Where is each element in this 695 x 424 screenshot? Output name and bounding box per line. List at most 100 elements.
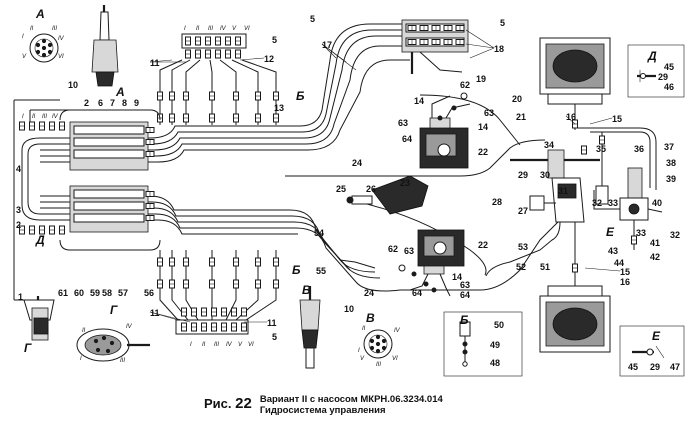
roman-numeral: I (22, 34, 24, 40)
right-valve-assembly (485, 119, 663, 277)
callout-number: 29 (658, 72, 668, 82)
callout-number: 10 (344, 304, 354, 314)
callout-number: 8 (122, 98, 127, 108)
view-v-lever (299, 286, 321, 369)
manifold-18 (401, 19, 469, 74)
roman-numeral: IV (220, 26, 227, 32)
pipe-fitting (431, 39, 441, 45)
pipe-fitting (183, 113, 189, 123)
pipe-fitting (209, 279, 215, 289)
pipe-fitting (443, 39, 453, 45)
callout-number: 14 (414, 96, 424, 106)
callout-number: 27 (518, 206, 528, 216)
callout-number: 30 (540, 170, 550, 180)
callout-leaders (149, 29, 621, 323)
callout-number: 52 (516, 262, 526, 272)
callout-number: 20 (512, 94, 522, 104)
figure-number: 22 (235, 395, 252, 412)
callout-number: 57 (118, 288, 128, 298)
callout-number: 47 (670, 362, 680, 372)
pipe-fitting (29, 225, 35, 235)
roman-numeral: I (80, 356, 82, 362)
pipe-fitting (209, 257, 215, 267)
roman-numeral: V (238, 342, 243, 348)
callout-number: 5 (310, 14, 315, 24)
callout-number: 56 (144, 288, 154, 298)
pump-22-upper (419, 95, 471, 169)
pipe-fitting (201, 322, 207, 332)
left-connectors (19, 121, 65, 235)
pipe-fitting (235, 36, 241, 46)
pipe-fitting (49, 225, 55, 235)
pipe-fitting (255, 257, 261, 267)
callout-number: 60 (74, 288, 84, 298)
pipe-fitting (169, 279, 175, 289)
brake-chamber-lower (539, 260, 611, 353)
callout-number: 49 (490, 340, 500, 350)
callout-number: 2 (16, 220, 21, 230)
pipe-fitting (169, 91, 175, 101)
pump-22-lower (409, 229, 465, 297)
pipe-fitting (39, 225, 45, 235)
callout-number: 58 (102, 288, 112, 298)
caption-title-line: Гидросистема управления (259, 404, 386, 416)
pipe-fitting (215, 49, 221, 59)
callout-number: 16 (566, 112, 576, 122)
pipe-fitting (19, 121, 25, 131)
pipe-fitting (185, 36, 191, 46)
view-g-connector (76, 328, 150, 362)
view-letter: Е (606, 225, 615, 239)
callout-number: 50 (494, 320, 504, 330)
callout-number: 35 (596, 144, 606, 154)
callout-number: 55 (316, 266, 326, 276)
roman-numeral: III (42, 114, 47, 120)
pipe-fitting (191, 322, 197, 332)
roman-numeral: VI (248, 342, 254, 348)
roman-numeral: I (358, 348, 360, 354)
pipe-fitting (59, 121, 65, 131)
callout-number: 63 (484, 108, 494, 118)
roman-numeral: II (196, 26, 200, 32)
callout-number: 12 (264, 54, 274, 64)
callout-number: 59 (90, 288, 100, 298)
callout-number: 22 (478, 147, 488, 157)
roman-numeral: II (82, 328, 86, 334)
callout-number: 3 (16, 205, 21, 215)
roman-numeral: IV (394, 328, 401, 334)
pipe-fitting (209, 91, 215, 101)
pipe-fitting (185, 49, 191, 59)
detail-box-e (619, 325, 685, 377)
roman-numeral: IV (126, 324, 133, 330)
callout-number: 15 (612, 114, 622, 124)
pipe-fitting (209, 113, 215, 123)
view-letter: Б (292, 263, 301, 277)
pipe-bundles (21, 23, 561, 292)
callout-number: 29 (650, 362, 660, 372)
view-letter: Д (35, 233, 45, 247)
figure-label-word: Рис. (204, 396, 232, 411)
pipe-fitting (231, 322, 237, 332)
pipe-fitting (145, 151, 155, 157)
pipe-fitting (225, 49, 231, 59)
view-letter: Г (24, 341, 32, 355)
callout-number: 16 (620, 277, 630, 287)
roman-numeral: IV (226, 342, 233, 348)
pipe-fitting (273, 91, 279, 101)
pipe-fitting (419, 25, 429, 31)
pipe-fitting (145, 191, 155, 197)
callout-number: 39 (666, 174, 676, 184)
pipe-fitting (225, 36, 231, 46)
pipe-fitting (233, 113, 239, 123)
pipe-fitting (145, 127, 155, 133)
pipe-fitting (431, 25, 441, 31)
roman-numeral: I (184, 26, 186, 32)
callout-number: 62 (460, 80, 470, 90)
callout-number: 63 (398, 118, 408, 128)
callout-number: 23 (400, 178, 410, 188)
pipe-fitting (419, 39, 429, 45)
callout-number: 18 (494, 44, 504, 54)
view-v-connector (363, 329, 393, 359)
pipe-fitting (59, 225, 65, 235)
